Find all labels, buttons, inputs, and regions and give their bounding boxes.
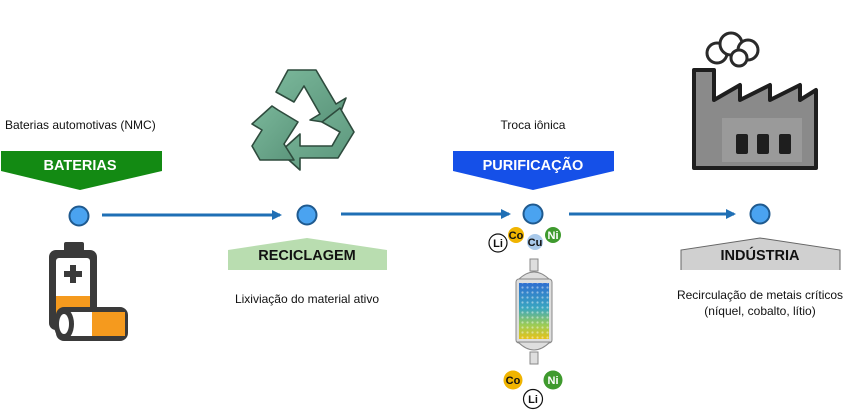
- stage-caption-reciclagem: Lixiviação do material ativo: [235, 292, 379, 306]
- ion-ni-bottom: Ni: [543, 370, 563, 390]
- banner-purificacao: PURIFICAÇÃO: [453, 151, 614, 190]
- ion-li-top: Li: [488, 233, 508, 253]
- node-baterias: [68, 205, 90, 227]
- ion-cu-top: Cu: [527, 234, 543, 250]
- factory-icon: [692, 31, 818, 170]
- stage-caption-purificacao: Troca iônica: [501, 118, 566, 132]
- banner-label-reciclagem: RECICLAGEM: [258, 248, 355, 264]
- banner-label-baterias: BATERIAS: [43, 158, 116, 174]
- stage-caption-industria-line2: (níquel, cobalto, lítio): [704, 304, 815, 318]
- svg-text:Li: Li: [493, 238, 503, 250]
- banner-baterias: BATERIAS: [1, 151, 162, 190]
- node-industria: [749, 203, 771, 225]
- node-purificacao: [522, 203, 544, 225]
- stage-caption-baterias: Baterias automotivas (NMC): [5, 118, 156, 132]
- stage-caption-industria-line1: Recirculação de metais críticos: [677, 288, 843, 302]
- svg-text:Co: Co: [506, 375, 521, 387]
- svg-text:Li: Li: [528, 394, 538, 406]
- ion-cluster-top: Li Co Cu Ni: [488, 227, 561, 253]
- node-reciclagem: [296, 204, 318, 226]
- ion-exchange-column-icon: [515, 258, 553, 365]
- ion-li-bottom: Li: [522, 388, 544, 410]
- svg-text:Co: Co: [509, 230, 524, 242]
- ion-ni-top: Ni: [545, 227, 561, 243]
- ion-co-top: Co: [508, 227, 524, 243]
- svg-text:Ni: Ni: [548, 375, 559, 387]
- svg-text:Ni: Ni: [548, 230, 559, 242]
- banner-industria: INDÚSTRIA: [680, 237, 841, 270]
- svg-text:Cu: Cu: [528, 237, 543, 249]
- ion-co-bottom: Co: [503, 370, 523, 390]
- banner-label-industria: INDÚSTRIA: [721, 246, 800, 264]
- banner-label-purificacao: PURIFICAÇÃO: [483, 156, 584, 174]
- battery-icon: [49, 242, 128, 341]
- recycle-icon: [251, 69, 355, 171]
- banner-reciclagem: RECICLAGEM: [228, 238, 387, 270]
- ion-cluster-bottom: Co Ni Li: [503, 370, 563, 410]
